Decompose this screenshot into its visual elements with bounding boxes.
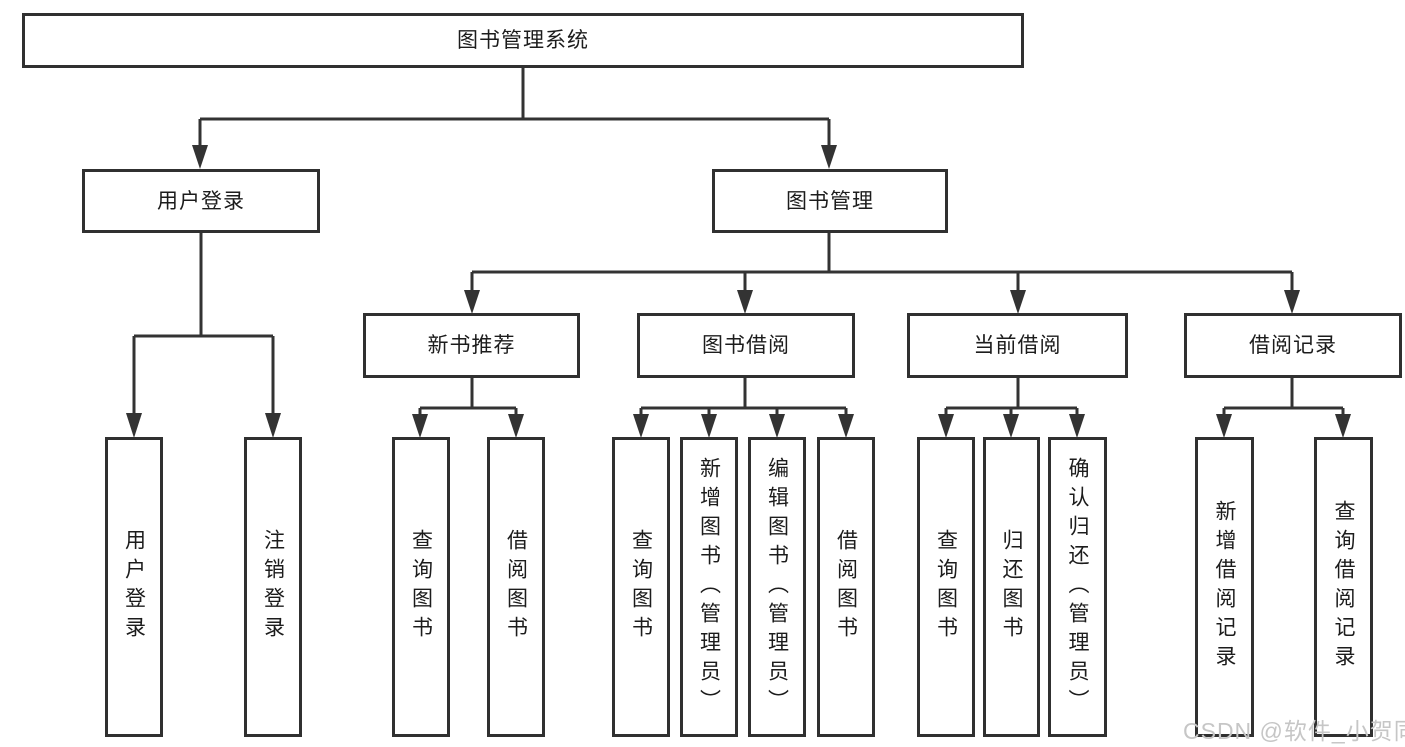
leaf-logout: 注销登录 — [244, 437, 302, 737]
node-label: 新增图书（管理员） — [697, 456, 721, 718]
leaf-query-books-3: 查询图书 — [917, 437, 975, 737]
leaf-confirm-return-admin: 确认归还（管理员） — [1048, 437, 1107, 737]
node-label: 编辑图书（管理员） — [765, 456, 789, 718]
node-current-borrow: 当前借阅 — [907, 313, 1128, 378]
leaf-add-borrow-record: 新增借阅记录 — [1195, 437, 1254, 737]
leaf-query-books-1: 查询图书 — [392, 437, 450, 737]
node-label: 用户登录 — [122, 529, 146, 645]
node-label: 查询图书 — [629, 529, 653, 645]
edge-bookmgmt-to-level3 — [464, 233, 1300, 314]
edge-current-to-leaves — [938, 378, 1085, 438]
leaf-add-books-admin: 新增图书（管理员） — [680, 437, 738, 737]
leaf-query-borrow-record: 查询借阅记录 — [1314, 437, 1373, 737]
node-user-login: 用户登录 — [82, 169, 320, 233]
edge-root-to-level2 — [192, 67, 837, 169]
node-book-management: 图书管理 — [712, 169, 948, 233]
node-label: 查询图书 — [934, 529, 958, 645]
leaf-borrow-books-1: 借阅图书 — [487, 437, 545, 737]
leaf-user-login: 用户登录 — [105, 437, 163, 737]
edge-userlogin-to-leaves — [126, 233, 281, 438]
node-label: 查询图书 — [409, 529, 433, 645]
node-label: 新书推荐 — [427, 334, 516, 357]
node-label: 归还图书 — [1000, 529, 1023, 645]
node-label: 确认归还（管理员） — [1066, 456, 1089, 718]
node-label: 借阅图书 — [834, 529, 858, 645]
node-book-borrow: 图书借阅 — [637, 313, 855, 378]
node-label: 新增借阅记录 — [1213, 500, 1236, 674]
node-label: 用户登录 — [157, 189, 245, 213]
node-label: 当前借阅 — [973, 334, 1062, 357]
leaf-edit-books-admin: 编辑图书（管理员） — [748, 437, 806, 737]
node-root-system: 图书管理系统 — [22, 13, 1024, 68]
csdn-watermark: CSDN @软件_小贺同学 — [1183, 718, 1405, 744]
node-label: 借阅图书 — [504, 529, 528, 645]
node-label: 注销登录 — [261, 529, 285, 645]
node-label: 图书管理系统 — [457, 29, 589, 52]
node-new-book-recommend: 新书推荐 — [363, 313, 580, 378]
node-label: 查询借阅记录 — [1332, 500, 1355, 674]
leaf-borrow-books-2: 借阅图书 — [817, 437, 875, 737]
node-label: 图书管理 — [786, 189, 874, 213]
node-borrow-records: 借阅记录 — [1184, 313, 1402, 378]
edge-newbook-to-leaves — [412, 378, 524, 438]
leaf-return-books: 归还图书 — [983, 437, 1040, 737]
leaf-query-books-2: 查询图书 — [612, 437, 670, 737]
edge-borrow-to-leaves — [633, 378, 854, 438]
node-label: 图书借阅 — [702, 334, 790, 357]
edge-records-to-leaves — [1216, 378, 1351, 438]
node-label: 借阅记录 — [1249, 334, 1337, 357]
